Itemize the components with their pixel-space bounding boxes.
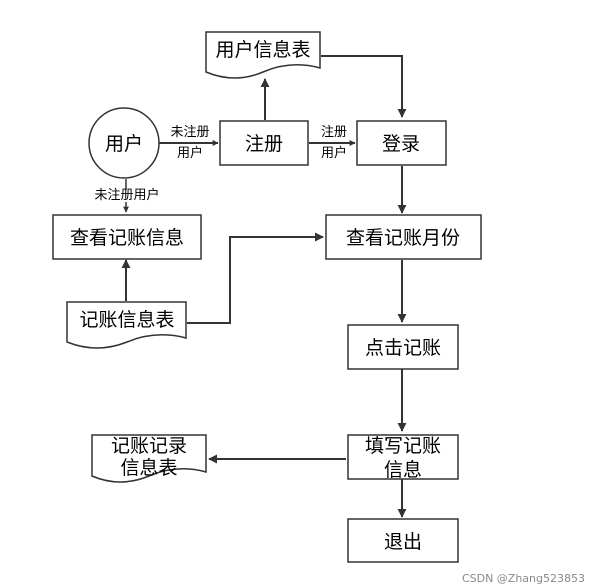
node-click-record: 点击记账	[347, 324, 459, 370]
node-exit: 退出	[347, 518, 459, 563]
watermark: CSDN @Zhang523853	[462, 572, 585, 585]
node-user: 用户	[88, 107, 160, 179]
node-register-label: 注册	[245, 133, 283, 155]
node-exit-label: 退出	[384, 531, 422, 553]
edge-record-table-to-view-month	[187, 232, 324, 324]
node-login: 登录	[356, 120, 447, 166]
node-record-table: 记账信息表	[66, 301, 187, 349]
node-record-log-table: 记账记录 信息表	[91, 434, 207, 483]
label-user-to-view-records: 未注册用户	[94, 187, 159, 203]
label-register-to-login-line2: 用户	[321, 145, 347, 161]
label-user-to-register-line1: 未注册	[170, 125, 209, 140]
label-register-to-login-line1: 注册	[321, 125, 347, 140]
node-user-table-label: 用户信息表	[215, 39, 310, 61]
node-view-month: 查看记账月份	[325, 214, 482, 260]
node-user-table: 用户信息表	[205, 31, 321, 79]
node-view-records-label: 查看记账信息	[70, 227, 184, 249]
node-register: 注册	[219, 120, 309, 166]
node-record-table-label: 记账信息表	[79, 309, 174, 331]
label-user-to-register-line2: 用户	[177, 145, 203, 161]
node-click-record-label: 点击记账	[365, 337, 441, 359]
edge-user-table-to-login	[321, 55, 407, 118]
node-record-log-label-line1: 记账记录	[111, 435, 187, 457]
node-user-label: 用户	[105, 133, 143, 155]
node-view-month-label: 查看记账月份	[346, 227, 460, 249]
node-view-records: 查看记账信息	[52, 214, 202, 260]
node-fill-info-label-line1: 填写记账	[365, 435, 441, 457]
node-login-label: 登录	[382, 133, 420, 155]
node-fill-info-label-line2: 信息	[384, 459, 422, 481]
node-fill-info: 填写记账 信息	[347, 434, 459, 481]
node-record-log-label-line2: 信息表	[120, 457, 177, 479]
